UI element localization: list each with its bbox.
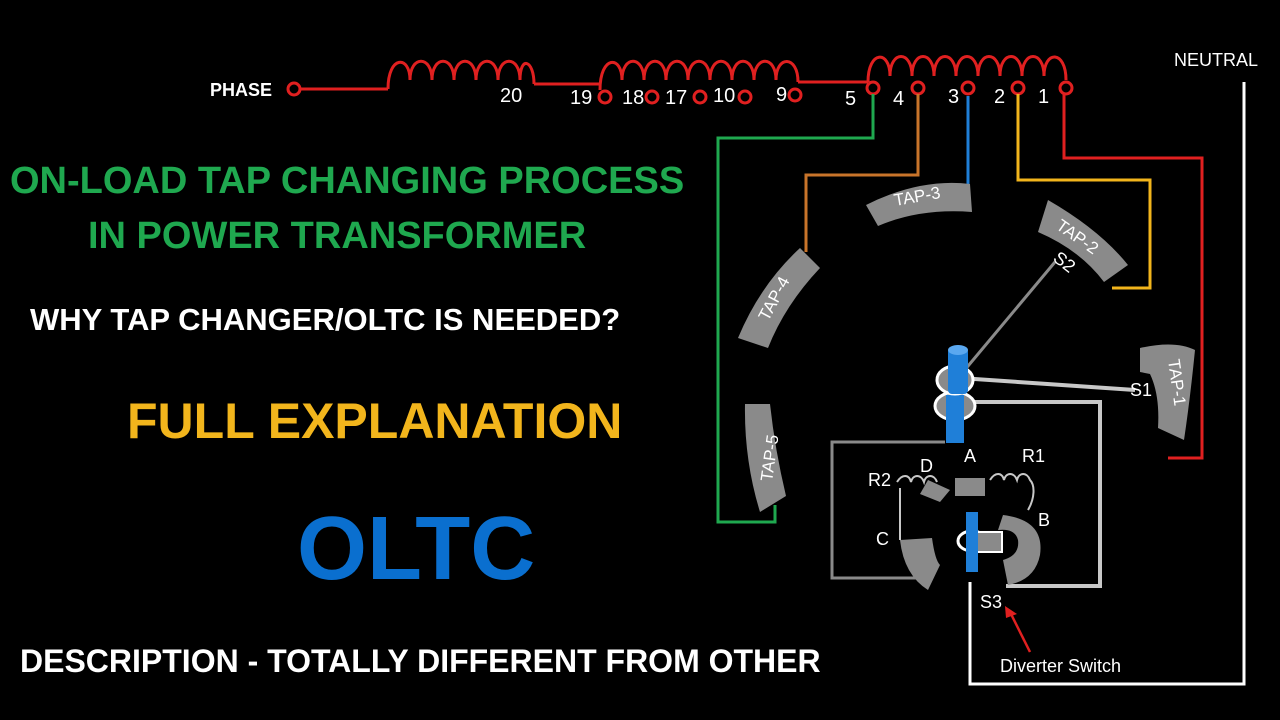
label-r2: R2 bbox=[868, 470, 891, 490]
phase-terminal bbox=[286, 81, 302, 97]
tap5-lead bbox=[716, 94, 875, 524]
winding-numbers: 20 19 18 17 10 9 5 4 3 2 1 bbox=[500, 84, 1049, 110]
tap3-contact bbox=[866, 182, 972, 226]
diverter-blade bbox=[978, 531, 1003, 553]
selector-shaft-lower bbox=[946, 395, 964, 443]
winding-number: 3 bbox=[948, 86, 959, 108]
winding-number: 20 bbox=[500, 85, 522, 107]
selector-arms bbox=[958, 376, 1136, 588]
tap2-lead bbox=[1016, 94, 1152, 290]
diverter-contacts bbox=[900, 478, 1041, 590]
winding-number: 10 bbox=[713, 85, 735, 107]
label-s3: S3 bbox=[980, 592, 1002, 612]
label-r1: R1 bbox=[1022, 446, 1045, 466]
headline-line-1: ON-LOAD TAP CHANGING PROCESS bbox=[10, 160, 685, 202]
diverter-caption: Diverter Switch bbox=[1000, 656, 1121, 676]
winding-number: 1 bbox=[1038, 86, 1049, 108]
selector-shaft-top bbox=[948, 345, 968, 355]
diverter-shaft bbox=[966, 512, 978, 572]
tap1-contact bbox=[1140, 344, 1195, 440]
headline-line-2: IN POWER TRANSFORMER bbox=[88, 215, 587, 257]
selector-arm-s2 bbox=[956, 261, 1057, 379]
winding-number: 19 bbox=[570, 87, 592, 109]
diverter-contact-a bbox=[955, 478, 985, 496]
winding-number: 17 bbox=[665, 87, 687, 109]
transition-resistors bbox=[896, 473, 1035, 540]
diverter-link bbox=[830, 440, 945, 580]
diverter-contact-b bbox=[998, 515, 1041, 585]
tap1-lead bbox=[1062, 94, 1204, 460]
phase-label: PHASE bbox=[210, 80, 272, 100]
winding-number: 18 bbox=[622, 87, 644, 109]
tap4-lead bbox=[804, 94, 920, 252]
winding-number: 5 bbox=[845, 88, 856, 110]
resistor-r1 bbox=[989, 473, 1035, 511]
transformer-winding bbox=[300, 55, 1068, 91]
acronym-text: OLTC bbox=[297, 499, 536, 599]
description-text: DESCRIPTION - TOTALLY DIFFERENT FROM OTH… bbox=[20, 643, 821, 679]
subtitle-text: FULL EXPLANATION bbox=[127, 393, 623, 449]
diverter-pointer-arrow bbox=[1008, 611, 1032, 653]
diverter-contact-c bbox=[900, 538, 940, 590]
neutral-label: NEUTRAL bbox=[1174, 50, 1258, 70]
winding-number: 4 bbox=[893, 88, 904, 110]
tap5-contact bbox=[744, 404, 786, 512]
resistor-r2 bbox=[896, 475, 938, 486]
diverter-contact-d bbox=[920, 480, 950, 502]
diverter-labels: A B C D R1 R2 S3 bbox=[868, 446, 1050, 612]
selector-arm-s1 bbox=[959, 376, 1136, 392]
tap-contacts bbox=[738, 182, 1195, 512]
tap2-contact bbox=[1038, 200, 1128, 282]
arrow-head-icon bbox=[1005, 606, 1017, 618]
question-text: WHY TAP CHANGER/OLTC IS NEEDED? bbox=[30, 302, 621, 337]
winding-number: 2 bbox=[994, 86, 1005, 108]
s1-label: S1 bbox=[1130, 380, 1152, 400]
neutral-wire bbox=[968, 82, 1246, 686]
selector-shaft-upper bbox=[948, 348, 968, 394]
winding-number: 9 bbox=[776, 84, 787, 106]
tap-labels: TAP-3 TAP-2 TAP-4 TAP-5 TAP-1 bbox=[755, 183, 1190, 482]
label-c: C bbox=[876, 529, 889, 549]
label-a: A bbox=[964, 446, 976, 466]
label-b: B bbox=[1038, 510, 1050, 530]
selector-arm-s3 bbox=[958, 400, 1102, 588]
tap4-contact bbox=[738, 248, 820, 348]
label-d: D bbox=[920, 456, 933, 476]
